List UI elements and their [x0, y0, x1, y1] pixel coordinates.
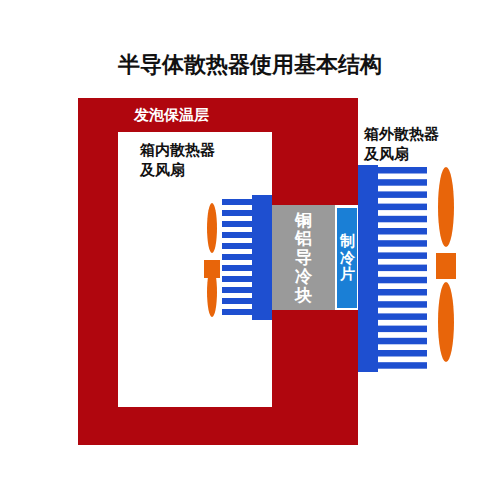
heatsink-fin [377, 265, 427, 272]
heatsink-fin [377, 191, 427, 198]
heatsink-fin [222, 199, 253, 205]
heatsink-fin [222, 276, 253, 282]
heatsink-fin [222, 210, 253, 216]
foam-wall [78, 98, 358, 445]
heatsink-fin [377, 301, 427, 308]
foam-layer: 发泡保温层铜铝导冷块 制冷片 [78, 98, 358, 445]
heatsink-fin [377, 289, 427, 296]
node-label: 铜铝导冷块 [295, 211, 312, 304]
heatsink-fin [222, 309, 253, 315]
inner-fan [204, 203, 220, 317]
heatsink-fin [222, 265, 253, 271]
heatsink-fin [222, 254, 253, 260]
node-label: 发泡保温层 [134, 106, 209, 125]
heatsink-fin [222, 243, 253, 249]
heatsink-fin [377, 179, 427, 186]
heatsink-fin [377, 277, 427, 284]
heatsink-fin [222, 221, 253, 227]
heatsink-fin [377, 313, 427, 320]
fan-blade [207, 203, 217, 253]
heatsink-fin [377, 216, 427, 223]
heatsink-base [358, 165, 378, 372]
outer-fan [436, 167, 456, 362]
heatsink-fin [377, 326, 427, 333]
heatsink-fin [377, 252, 427, 259]
heatsink-fin [377, 228, 427, 235]
heatsink-fin [377, 240, 427, 247]
fan-hub [436, 253, 456, 279]
heatsink-fin [377, 204, 427, 211]
part-label: 箱内散热器 及风扇 [140, 140, 228, 181]
fan-hub [204, 260, 220, 278]
outer-heatsink [358, 165, 427, 372]
heatsink-fin [377, 350, 427, 357]
heatsink-fin [222, 287, 253, 293]
heatsink-fin [222, 232, 253, 238]
box-interior [118, 132, 272, 407]
cooling-chip: 制冷片 [337, 208, 357, 308]
part-label: 箱外散热器 及风扇 [364, 124, 452, 165]
diagram-title: 半导体散热器使用基本结构 [0, 50, 500, 80]
heatsink-fin [222, 298, 253, 304]
heatsink-fin [377, 338, 427, 345]
cold-block: 铜铝导冷块 [272, 205, 335, 310]
inner-heatsink [222, 195, 272, 320]
fan-blade [438, 167, 454, 247]
heatsink-fin [377, 362, 427, 369]
wall-opening [272, 205, 358, 310]
node-label: 制冷片 [340, 233, 355, 283]
fan-blade [438, 282, 454, 362]
heatsink-fin [377, 167, 427, 174]
heatsink-base [252, 195, 272, 320]
